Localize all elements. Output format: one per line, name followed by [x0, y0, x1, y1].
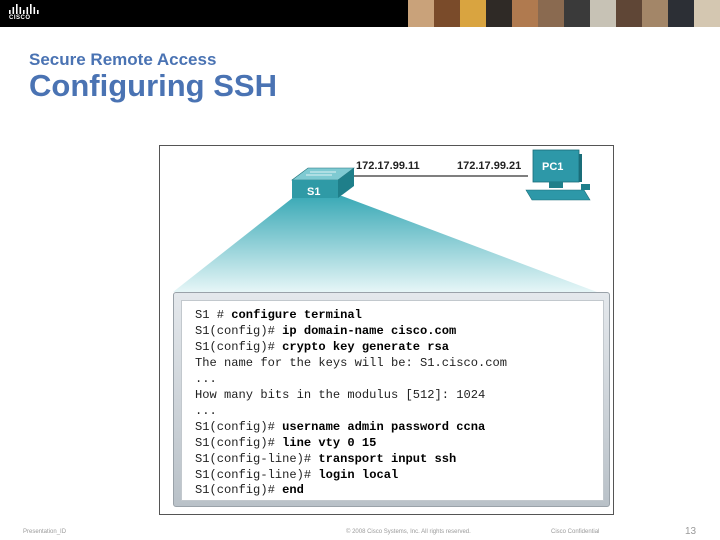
header-bar: CISCO — [0, 0, 720, 27]
switch-ip-label: 172.17.99.11 — [356, 160, 420, 172]
terminal-line: How many bits in the modulus [512]: 1024 — [195, 388, 603, 404]
terminal-line: S1(config)# line vty 0 15 — [195, 436, 603, 452]
header-photo-7 — [564, 0, 590, 27]
topology-diagram: S1 PC1 — [173, 149, 597, 292]
terminal-command: ip domain-name cisco.com — [282, 323, 457, 338]
terminal-line: S1(config)# end — [195, 483, 603, 499]
terminal-prompt: The name for the keys will be: S1.cisco.… — [195, 355, 508, 370]
header-photo-2 — [434, 0, 460, 27]
slide-title: Configuring SSH — [29, 68, 277, 103]
terminal-line: S1(config-line)# login local — [195, 468, 603, 484]
logo-text: CISCO — [9, 15, 31, 21]
header-photo-4 — [486, 0, 512, 27]
terminal-prompt: ... — [195, 403, 217, 418]
terminal-prompt: S1 # — [195, 308, 232, 322]
footer-presentation-id: Presentation_ID — [23, 529, 67, 535]
terminal-line: S1(config)# username admin password ccna — [195, 420, 603, 436]
ssh-figure: S1 PC1 172.17.99.11 172.17.99.21 S1 # co… — [159, 145, 614, 515]
terminal-prompt: S1(config-line)# — [195, 467, 319, 482]
terminal-command: configure terminal — [231, 308, 362, 322]
zoom-beam — [173, 196, 597, 292]
terminal-command: line vty 0 15 — [282, 435, 377, 450]
page-number: 13 — [685, 526, 697, 537]
terminal-command: transport input ssh — [318, 451, 457, 466]
terminal-prompt: S1(config)# — [195, 435, 283, 450]
pc-ip-label: 172.17.99.21 — [457, 160, 522, 172]
terminal-command: username admin password ccna — [282, 419, 486, 434]
terminal-prompt: S1(config)# — [195, 483, 283, 498]
slide-subtitle: Secure Remote Access — [29, 50, 217, 69]
terminal-command: end — [282, 483, 304, 498]
header-photo-3 — [460, 0, 486, 27]
terminal-line: S1(config)# ip domain-name cisco.com — [195, 324, 603, 340]
pc-icon[interactable] — [525, 149, 591, 201]
terminal-command: crypto key generate rsa — [282, 339, 450, 354]
switch-icon[interactable] — [291, 167, 355, 198]
terminal-prompt: S1(config)# — [195, 339, 283, 354]
switch-label: S1 — [307, 186, 320, 198]
cisco-logo-icon — [9, 4, 39, 14]
header-photo-1 — [408, 0, 434, 27]
terminal-line: S1(config)# crypto key generate rsa — [195, 340, 603, 356]
terminal-line: S1 # configure terminal — [195, 308, 603, 324]
header-photo-5 — [512, 0, 538, 27]
terminal-line: S1(config-line)# transport input ssh — [195, 452, 603, 468]
header-photo-10 — [642, 0, 668, 27]
pc-label: PC1 — [542, 161, 563, 173]
header-photo-11 — [668, 0, 694, 27]
footer-copyright: © 2008 Cisco Systems, Inc. All rights re… — [346, 529, 471, 535]
terminal-prompt: S1(config)# — [195, 419, 283, 434]
header-photo-12 — [694, 0, 720, 27]
terminal-prompt: ... — [195, 371, 217, 386]
header-photo-6 — [538, 0, 564, 27]
header-photo-strip — [408, 0, 720, 27]
footer-confidential: Cisco Confidential — [551, 529, 600, 535]
header-photo-8 — [590, 0, 616, 27]
terminal-prompt: S1(config)# — [195, 323, 283, 338]
terminal-line: The name for the keys will be: S1.cisco.… — [195, 356, 603, 372]
terminal-command: login local — [318, 467, 399, 482]
terminal-prompt: How many bits in the modulus [512]: 1024 — [195, 387, 486, 402]
header-photo-9 — [616, 0, 642, 27]
terminal-line: ... — [195, 404, 603, 420]
terminal-line: ... — [195, 372, 603, 388]
terminal-prompt: S1(config-line)# — [195, 451, 319, 466]
